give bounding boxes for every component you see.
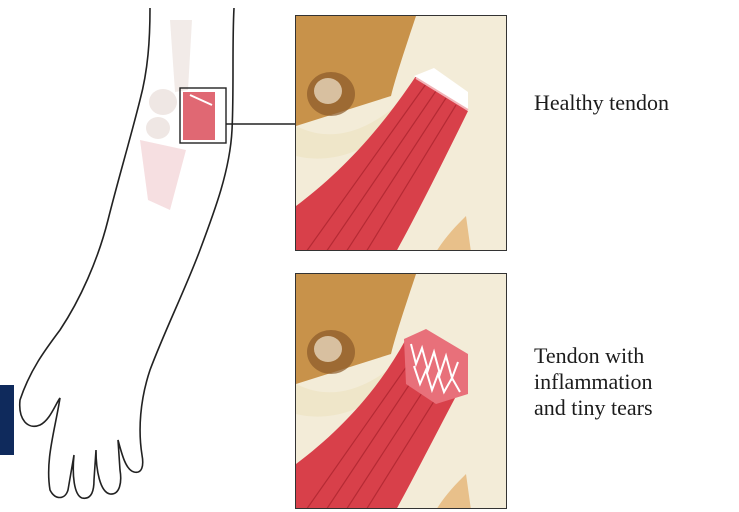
inflamed-tendon-panel bbox=[295, 273, 507, 509]
arm-illustration bbox=[0, 0, 300, 512]
healthy-tendon-panel bbox=[295, 15, 507, 251]
inflamed-tendon-label: Tendon with inflammation and tiny tears bbox=[534, 343, 653, 421]
arm-outline bbox=[20, 8, 234, 498]
side-accent-tab bbox=[0, 385, 14, 455]
elbow-muscle bbox=[183, 92, 215, 140]
healthy-tendon-label: Healthy tendon bbox=[534, 90, 669, 116]
